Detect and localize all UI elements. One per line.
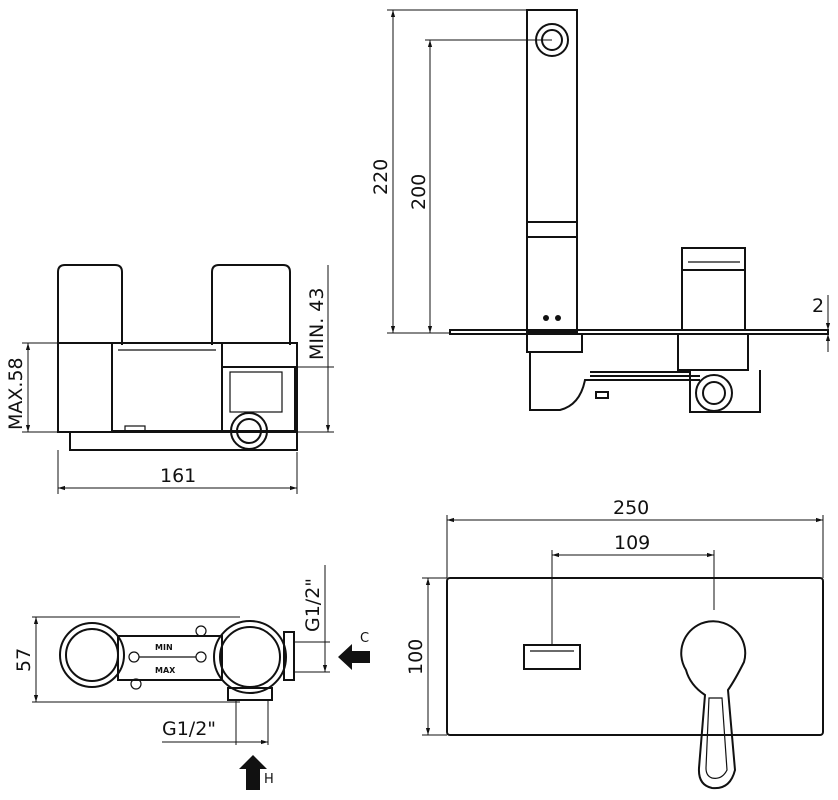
side-view: 220 200 2 — [370, 9, 831, 413]
dim-250: 250 — [613, 497, 649, 519]
hot-arrow-icon — [239, 755, 267, 790]
hot-inlet-size: G1/2" — [162, 718, 216, 740]
lever — [681, 247, 746, 331]
lever-handle — [680, 620, 747, 790]
handle-right — [211, 264, 291, 345]
plate-view: 250 109 100 — [405, 497, 824, 790]
spout — [526, 9, 578, 333]
wall-plate — [449, 329, 829, 335]
dim-2: 2 — [812, 295, 824, 317]
cold-label: C — [360, 631, 369, 646]
hot-label: H — [264, 772, 274, 787]
dim-161: 161 — [160, 465, 196, 487]
dim-min-43: MIN. 43 — [306, 288, 328, 360]
max-mark: MAX — [155, 666, 176, 675]
handle-left — [57, 264, 123, 345]
dim-100: 100 — [405, 639, 427, 675]
dim-max-58: MAX.58 — [5, 357, 27, 430]
dim-57: 57 — [13, 648, 35, 672]
dim-200: 200 — [408, 174, 430, 210]
top-view: MIN MAX 57 G1/2" C G1/2" H — [13, 565, 370, 790]
front-view: MAX.58 MIN. 43 161 — [5, 264, 334, 494]
dim-220: 220 — [370, 159, 392, 195]
dim-109: 109 — [614, 532, 650, 554]
min-mark: MIN — [155, 643, 173, 652]
cold-arrow-icon — [338, 644, 370, 670]
cold-inlet-size: G1/2" — [302, 578, 324, 632]
